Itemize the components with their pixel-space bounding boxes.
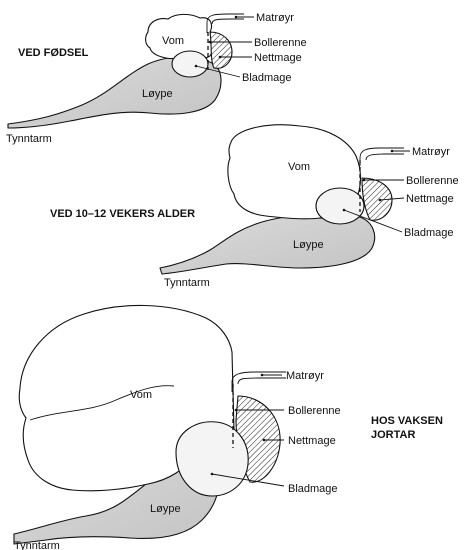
- tynntarm-label: Tynntarm: [164, 277, 210, 289]
- tynntarm-label: Tynntarm: [14, 540, 60, 550]
- vom-label: Vom: [162, 35, 184, 47]
- tynntarm-label: Tynntarm: [6, 133, 52, 145]
- matroyr-label: Matrøyr: [286, 370, 324, 382]
- matroyr-label: Matrøyr: [256, 12, 294, 24]
- nettmage-label: Nettmage: [406, 193, 454, 205]
- nettmage-label: Nettmage: [254, 52, 302, 64]
- nettmage-organ: [210, 32, 232, 68]
- stage-heading: VED 10–12 VEKERS ALDER: [50, 208, 195, 220]
- stage-heading: VED FØDSEL: [18, 47, 89, 59]
- stage-heading-line2: JORTAR: [371, 429, 415, 441]
- bollerenne-label: Bollerenne: [288, 405, 341, 417]
- bladmage-organ: [176, 422, 248, 496]
- stage-10-12-weeks: VED 10–12 VEKERS ALDER Vom Løype Matrøyr…: [50, 125, 459, 289]
- bladmage-label: Bladmage: [288, 483, 338, 495]
- bollerenne-label: Bollerenne: [406, 175, 459, 187]
- matroyr-tube-inner: [212, 19, 244, 24]
- stage-heading-line1: HOS VAKSEN: [371, 415, 443, 427]
- bladmage-organ: [316, 188, 364, 224]
- vom-label: Vom: [288, 161, 310, 173]
- bladmage-label: Bladmage: [242, 72, 292, 84]
- vom-label: Vom: [130, 389, 152, 401]
- stage-birth: VED FØDSEL Vom Løype Matrøyr Bollerenne …: [6, 12, 307, 145]
- bladmage-label: Bladmage: [404, 227, 454, 239]
- loype-label: Løype: [293, 239, 324, 251]
- bollerenne-label: Bollerenne: [254, 37, 307, 49]
- bladmage-organ: [172, 51, 208, 77]
- stage-adult: HOS VAKSEN JORTAR Vom Løype Matrøyr Boll…: [14, 305, 443, 550]
- matroyr-tube-inner: [366, 154, 404, 160]
- loype-label: Løype: [150, 503, 181, 515]
- loype-label: Løype: [142, 88, 173, 100]
- nettmage-label: Nettmage: [288, 435, 336, 447]
- matroyr-tube-inner: [238, 378, 286, 384]
- matroyr-label: Matrøyr: [412, 146, 450, 158]
